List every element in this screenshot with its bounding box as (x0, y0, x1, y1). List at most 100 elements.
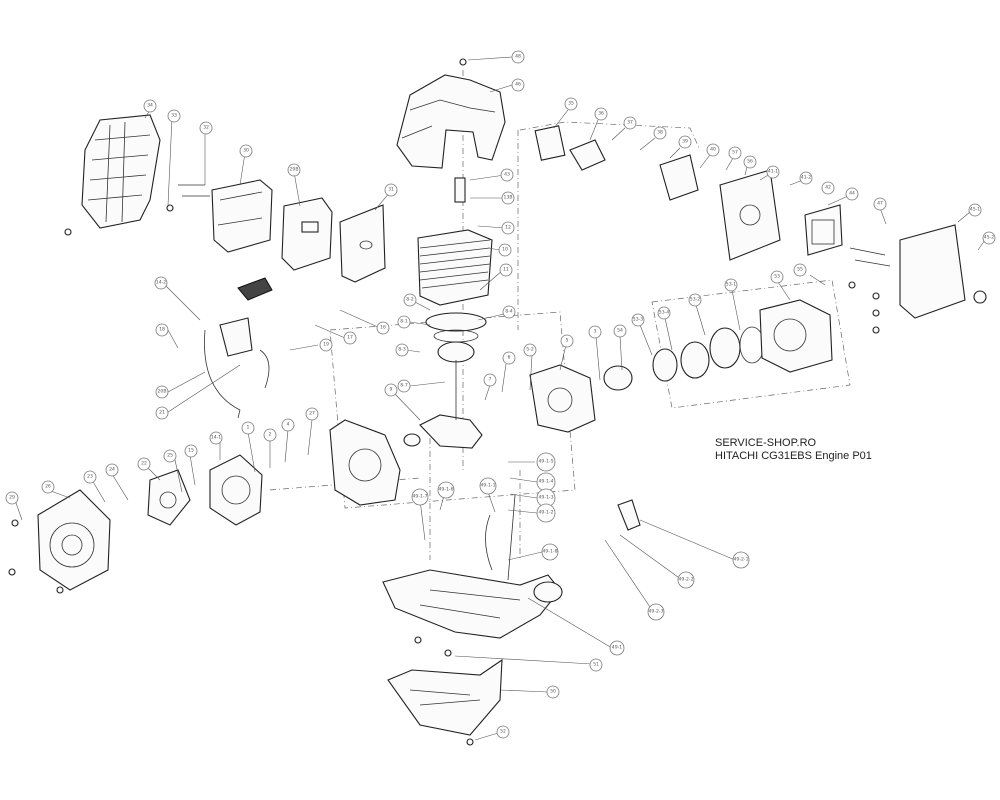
svg-text:48: 48 (515, 54, 521, 60)
svg-text:44: 44 (849, 191, 855, 197)
svg-text:49-1-6: 49-1-6 (438, 487, 453, 493)
callout-49-1-3: 49-1-3 (536, 488, 556, 508)
air-cleaner-parts (211, 179, 386, 283)
callout-49-1-2: 49-1-2 (536, 503, 556, 523)
recoil-starter-group (603, 299, 833, 391)
svg-text:49-1-4: 49-1-4 (538, 479, 553, 485)
svg-text:55: 55 (797, 267, 803, 273)
svg-text:19: 19 (323, 342, 329, 348)
callout-45-2: 45-2 (982, 231, 996, 245)
callout-41-2: 41-2 (799, 171, 813, 185)
callout-44: 44 (845, 187, 859, 201)
callout-53-3: 53-3 (631, 313, 645, 327)
svg-text:24: 24 (109, 467, 115, 473)
callout-9: 9 (384, 383, 398, 397)
callout-29b: 29B (287, 163, 301, 177)
svg-text:41-1: 41-1 (768, 169, 779, 175)
callout-54: 54 (613, 324, 627, 338)
callout-37: 37 (623, 116, 637, 130)
callout-25: 25 (163, 449, 177, 463)
svg-text:51: 51 (593, 662, 599, 668)
callout-49-1-5: 49-1-5 (536, 452, 556, 472)
callout-45-1: 45-1 (968, 203, 982, 217)
callout-55: 55 (793, 263, 807, 277)
svg-text:2: 2 (269, 432, 272, 438)
callout-21: 21 (155, 406, 169, 420)
callout-49-1-1: 49-1-1 (479, 477, 497, 495)
svg-text:1: 1 (247, 425, 250, 431)
svg-text:10: 10 (502, 247, 508, 253)
svg-text:42: 42 (825, 185, 831, 191)
callout-47: 47 (873, 197, 887, 211)
svg-text:34: 34 (147, 103, 153, 109)
svg-text:8-3: 8-3 (398, 347, 406, 353)
svg-text:26: 26 (45, 484, 51, 490)
svg-text:8-7: 8-7 (400, 383, 408, 389)
svg-text:49-1-7: 49-1-7 (412, 494, 427, 500)
svg-text:41-2: 41-2 (801, 175, 812, 181)
callout-20b: 20B (155, 385, 169, 399)
callout-30: 30 (239, 144, 253, 158)
callout-41-1: 41-1 (766, 165, 780, 179)
svg-text:3: 3 (594, 329, 597, 335)
svg-text:49-1: 49-1 (612, 645, 623, 651)
svg-text:45-2: 45-2 (984, 235, 995, 241)
svg-text:49-2-1: 49-2-1 (733, 557, 748, 563)
svg-text:29B: 29B (290, 167, 299, 173)
svg-text:38: 38 (657, 130, 663, 136)
callout-51: 51 (589, 658, 603, 672)
svg-text:11: 11 (503, 267, 509, 273)
callout-46: 46 (511, 78, 525, 92)
svg-text:15: 15 (188, 448, 194, 454)
callout-2: 2 (263, 428, 277, 442)
callout-8-7: 8-7 (397, 379, 411, 393)
engine-top-cover (396, 74, 506, 169)
svg-text:49-1-1: 49-1-1 (480, 483, 495, 489)
callout-1: 1 (241, 421, 255, 435)
svg-text:32: 32 (203, 125, 209, 131)
svg-text:23: 23 (87, 474, 93, 480)
flywheel-clutch-group (37, 454, 263, 591)
svg-text:47: 47 (877, 201, 883, 207)
svg-text:53-1: 53-1 (726, 282, 737, 288)
callout-4: 4 (281, 418, 295, 432)
svg-text:25: 25 (167, 453, 173, 459)
svg-text:49-1-3: 49-1-3 (538, 495, 553, 501)
callout-8-1: 8-1 (397, 315, 411, 329)
svg-text:49-1-8: 49-1-8 (542, 549, 557, 555)
callout-22: 22 (137, 457, 151, 471)
callout-8-4: 8-4 (502, 305, 516, 319)
callout-49-1-4: 49-1-4 (536, 472, 556, 492)
svg-text:20B: 20B (158, 389, 167, 395)
svg-text:45-1: 45-1 (970, 207, 981, 213)
svg-text:31: 31 (388, 187, 394, 193)
callout-43: 43 (500, 168, 514, 182)
callout-10: 10 (498, 243, 512, 257)
svg-text:49-2-3: 49-2-3 (648, 609, 663, 615)
svg-text:7: 7 (489, 377, 492, 383)
svg-text:18: 18 (159, 327, 165, 333)
callout-53: 53 (770, 270, 784, 284)
svg-text:43: 43 (504, 172, 510, 178)
callout-15: 15 (184, 444, 198, 458)
svg-text:56: 56 (747, 159, 753, 165)
svg-text:8-1: 8-1 (400, 319, 408, 325)
model-title: HITACHI CG31EBS Engine P01 (715, 450, 872, 462)
callout-19: 19 (319, 338, 333, 352)
callout-49-1: 49-1 (609, 640, 625, 656)
svg-text:40: 40 (710, 147, 716, 153)
svg-text:6: 6 (508, 355, 511, 361)
callout-34: 34 (143, 99, 157, 113)
callout-52: 52 (496, 725, 510, 739)
svg-text:14-2: 14-2 (156, 280, 167, 286)
callout-26: 26 (41, 480, 55, 494)
callout-29: 29 (5, 491, 19, 505)
svg-text:8-4: 8-4 (505, 309, 513, 315)
crankcase (329, 364, 596, 506)
cylinder-assembly (417, 177, 493, 363)
callout-50: 50 (546, 685, 560, 699)
svg-text:53-2: 53-2 (690, 297, 701, 303)
callout-8-2: 8-2 (403, 293, 417, 307)
svg-text:5-2: 5-2 (526, 347, 534, 353)
callout-53-4: 53-4 (657, 306, 671, 320)
